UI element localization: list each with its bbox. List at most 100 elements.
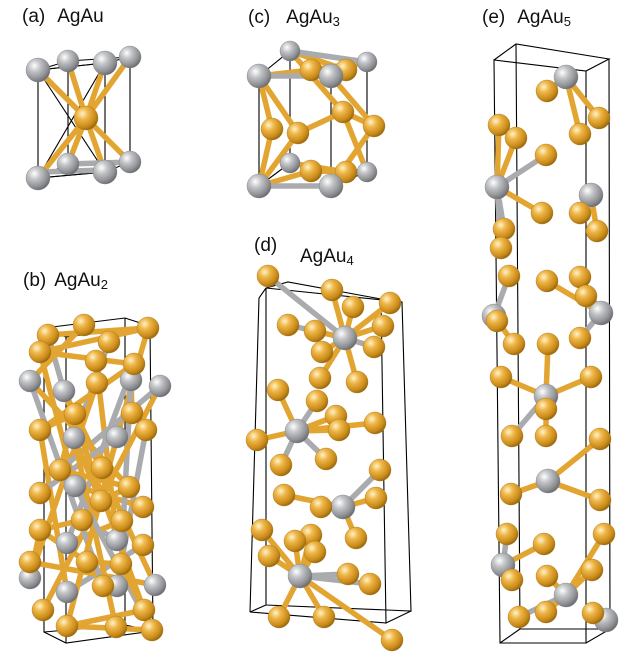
bond [297,573,395,643]
bond [57,467,132,490]
au-atom [500,568,524,592]
bond [37,325,151,355]
au-atom [109,552,133,576]
au-atom [568,326,592,350]
ag-atom [279,152,301,174]
au-atom [534,397,558,421]
au-atom [534,143,558,167]
panel-d-tag-label: (d) [254,236,277,255]
ag-atom [25,57,51,83]
au-atom [341,295,365,319]
bond [37,427,70,595]
ag-atom [318,173,344,199]
au-atom [368,458,392,482]
au-atom [314,447,338,471]
panel-b-subscript: 2 [100,277,108,292]
au-atom [299,58,323,82]
au-atom [122,352,146,376]
panel-a-label: (a) AgAu [22,7,104,26]
ag-atom [246,173,272,199]
au-atom [574,284,598,308]
ag-atom [118,45,142,69]
panel-a-formula: AgAu [57,6,104,27]
au-atom [344,526,368,550]
ag-atom [356,51,378,73]
ag-atom [318,63,344,89]
panel-a-tag: (a) [22,6,46,27]
au-atom [534,600,558,624]
panel-b-tag: (b) [23,270,47,291]
au-atom [31,598,55,622]
au-atom [587,106,611,130]
au-atom [362,114,386,138]
au-atom [136,316,160,340]
ag-atom [92,159,118,185]
panel-c-formula: AgAu [286,7,333,28]
au-atom [535,79,559,103]
au-atom [299,159,323,183]
au-atom [140,618,164,642]
au-atom [260,117,284,141]
ag-atom [484,174,510,200]
ag-atom [287,563,313,589]
panel-c-structure [246,40,386,199]
au-atom [85,371,109,395]
ag-atom [284,418,310,444]
bond [83,54,133,121]
ag-atom [105,425,129,449]
au-atom [28,340,52,364]
au-atom [18,550,42,574]
ag-atom [55,580,79,604]
panel-d-formula: AgAu [300,246,347,267]
au-atom [532,532,556,556]
au-atom [535,564,559,588]
bond [35,115,89,181]
bond [71,435,119,630]
au-atom [283,529,307,553]
unit-cell-edge [249,287,267,613]
au-atom [331,100,355,124]
au-atom [245,428,269,452]
ag-atom [25,165,51,191]
ag-atom [18,369,42,393]
au-atom [492,217,516,241]
au-atom [131,495,155,519]
panel-b-formula: AgAu [54,270,101,291]
ag-atom [56,49,80,73]
au-atom [266,378,290,402]
ag-atom [55,531,79,555]
panel-b-structure [18,313,172,644]
au-atom [257,544,281,568]
ag-atom [105,528,129,552]
panel-e-label: (e)AgAu5 [482,7,571,28]
au-atom [581,601,605,625]
ag-atom [63,474,87,498]
au-atom [507,605,531,629]
au-atom [28,518,52,542]
bond [265,273,348,341]
au-atom [362,335,386,359]
ag-atom [62,426,86,450]
au-atom [585,219,609,243]
panel-c-label: (c)AgAu3 [248,7,340,28]
au-atom [588,427,612,451]
ag-atom [246,63,272,89]
bond [287,48,370,65]
panel-e-tag: (e) [482,7,506,28]
ag-atom [143,573,167,597]
au-atom [63,402,87,426]
bond [37,361,137,433]
panel-c-tag: (c) [248,7,271,28]
panel-b-label: (b) AgAu2 [23,270,108,292]
unit-cell-edge [493,43,611,644]
panel-d-tag: (d) [254,235,278,256]
au-atom [73,105,99,131]
au-atom [495,522,519,546]
ag-atom [92,50,118,76]
ag-atom [330,494,356,520]
au-atom [28,481,52,505]
au-atom [489,365,513,389]
ag-atom [553,64,579,90]
